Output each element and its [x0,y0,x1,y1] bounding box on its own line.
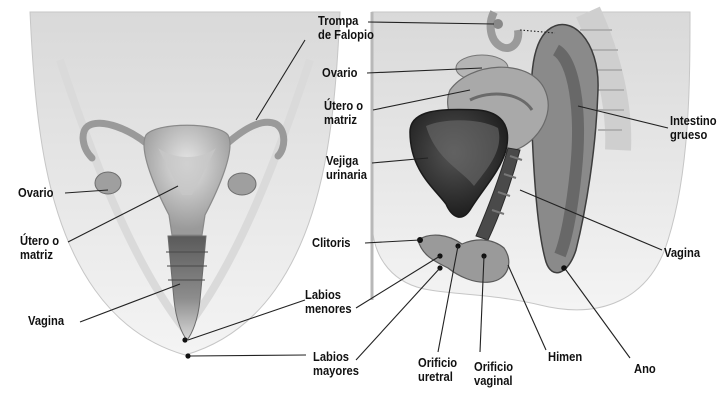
label-trompa-line1: Trompa [318,14,374,28]
label-utero-left-line1: Útero o [20,234,59,248]
label-vejiga-line1: Vejiga [326,154,367,168]
label-labios-mayores-line1: Labios [313,350,359,364]
label-utero-right-line1: Útero o [324,99,363,113]
label-intestino-line2: grueso [670,128,717,142]
label-labios-menores-line2: menores [305,302,352,316]
label-utero-right: Útero o matriz [324,99,363,127]
label-clitoris: Clitoris [312,236,351,250]
label-utero-right-line2: matriz [324,113,363,127]
label-vejiga-urinaria: Vejiga urinaria [326,154,367,182]
label-trompa-de-falopio: Trompa de Falopio [318,14,374,42]
label-vejiga-line2: urinaria [326,168,367,182]
label-orificio-uretral-line2: uretral [418,370,457,384]
side-view [372,12,690,310]
front-view [30,12,340,359]
label-labios-menores: Labios menores [305,288,352,316]
label-ovario-left: Ovario [18,186,53,200]
label-orificio-uretral-line1: Orificio [418,356,457,370]
label-orificio-vaginal-line2: vaginal [474,374,513,388]
label-himen: Himen [548,350,582,364]
label-ovario-right: Ovario [322,66,357,80]
label-ano: Ano [634,362,656,376]
label-utero-left-line2: matriz [20,248,59,262]
label-labios-mayores-line2: mayores [313,364,359,378]
label-intestino-line1: Intestino [670,114,717,128]
label-labios-menores-line1: Labios [305,288,352,302]
label-orificio-vaginal-line1: Orificio [474,360,513,374]
label-vagina-left: Vagina [28,314,64,328]
label-utero-left: Útero o matriz [20,234,59,262]
label-labios-mayores: Labios mayores [313,350,359,378]
label-orificio-vaginal: Orificio vaginal [474,360,513,388]
label-intestino-grueso: Intestino grueso [670,114,717,142]
label-vagina-right: Vagina [664,246,700,260]
front-ovary-right [228,173,256,195]
label-orificio-uretral: Orificio uretral [418,356,457,384]
label-trompa-line2: de Falopio [318,28,374,42]
